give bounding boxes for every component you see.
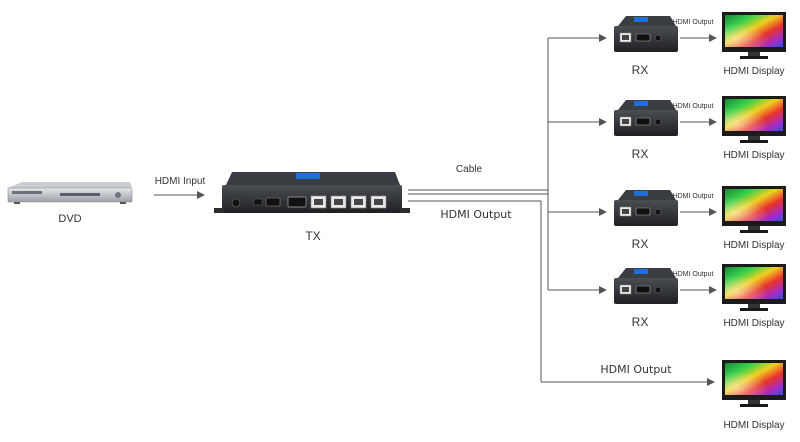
local-hdmi-output-label: HDMI Output xyxy=(440,208,512,221)
receiver-device-icon xyxy=(614,268,678,304)
receiver-label: RX xyxy=(632,315,649,329)
dvd-player-icon xyxy=(7,182,133,204)
cable-lines xyxy=(408,34,607,294)
hdmi-display-icon xyxy=(722,96,786,143)
hdmi-display-icon xyxy=(722,264,786,311)
receiver-device-icon xyxy=(614,16,678,52)
hdmi-input-label: HDMI Input xyxy=(155,176,206,187)
receiver-device-icon xyxy=(614,190,678,226)
hdmi-display-label: HDMI Display xyxy=(723,150,784,161)
hdmi-display-label: HDMI Display xyxy=(723,66,784,77)
receiver-label: RX xyxy=(632,63,649,77)
transmitter-label: TX xyxy=(305,229,320,243)
receiver-hdmi-output-label: HDMI Output xyxy=(673,19,714,26)
transmitter-device-icon xyxy=(214,172,410,213)
receiver-label: RX xyxy=(632,147,649,161)
loop-hdmi-output-label: HDMI Output xyxy=(600,363,672,376)
loop-display-icon xyxy=(722,360,786,407)
dvd-label: DVD xyxy=(58,213,81,225)
hdmi-display-icon xyxy=(722,12,786,59)
receiver-label: RX xyxy=(632,237,649,251)
local-output-line xyxy=(408,200,715,386)
receiver-hdmi-output-label: HDMI Output xyxy=(673,271,714,278)
hdmi-display-icon xyxy=(722,186,786,233)
receiver-device-icon xyxy=(614,100,678,136)
receiver-hdmi-output-label: HDMI Output xyxy=(673,193,714,200)
hdmi-display-label: HDMI Display xyxy=(723,240,784,251)
receiver-hdmi-output-label: HDMI Output xyxy=(673,103,714,110)
cable-label: Cable xyxy=(456,164,483,175)
hdmi-display-label: HDMI Display xyxy=(723,318,784,329)
loop-display-label: HDMI Display xyxy=(723,420,784,431)
